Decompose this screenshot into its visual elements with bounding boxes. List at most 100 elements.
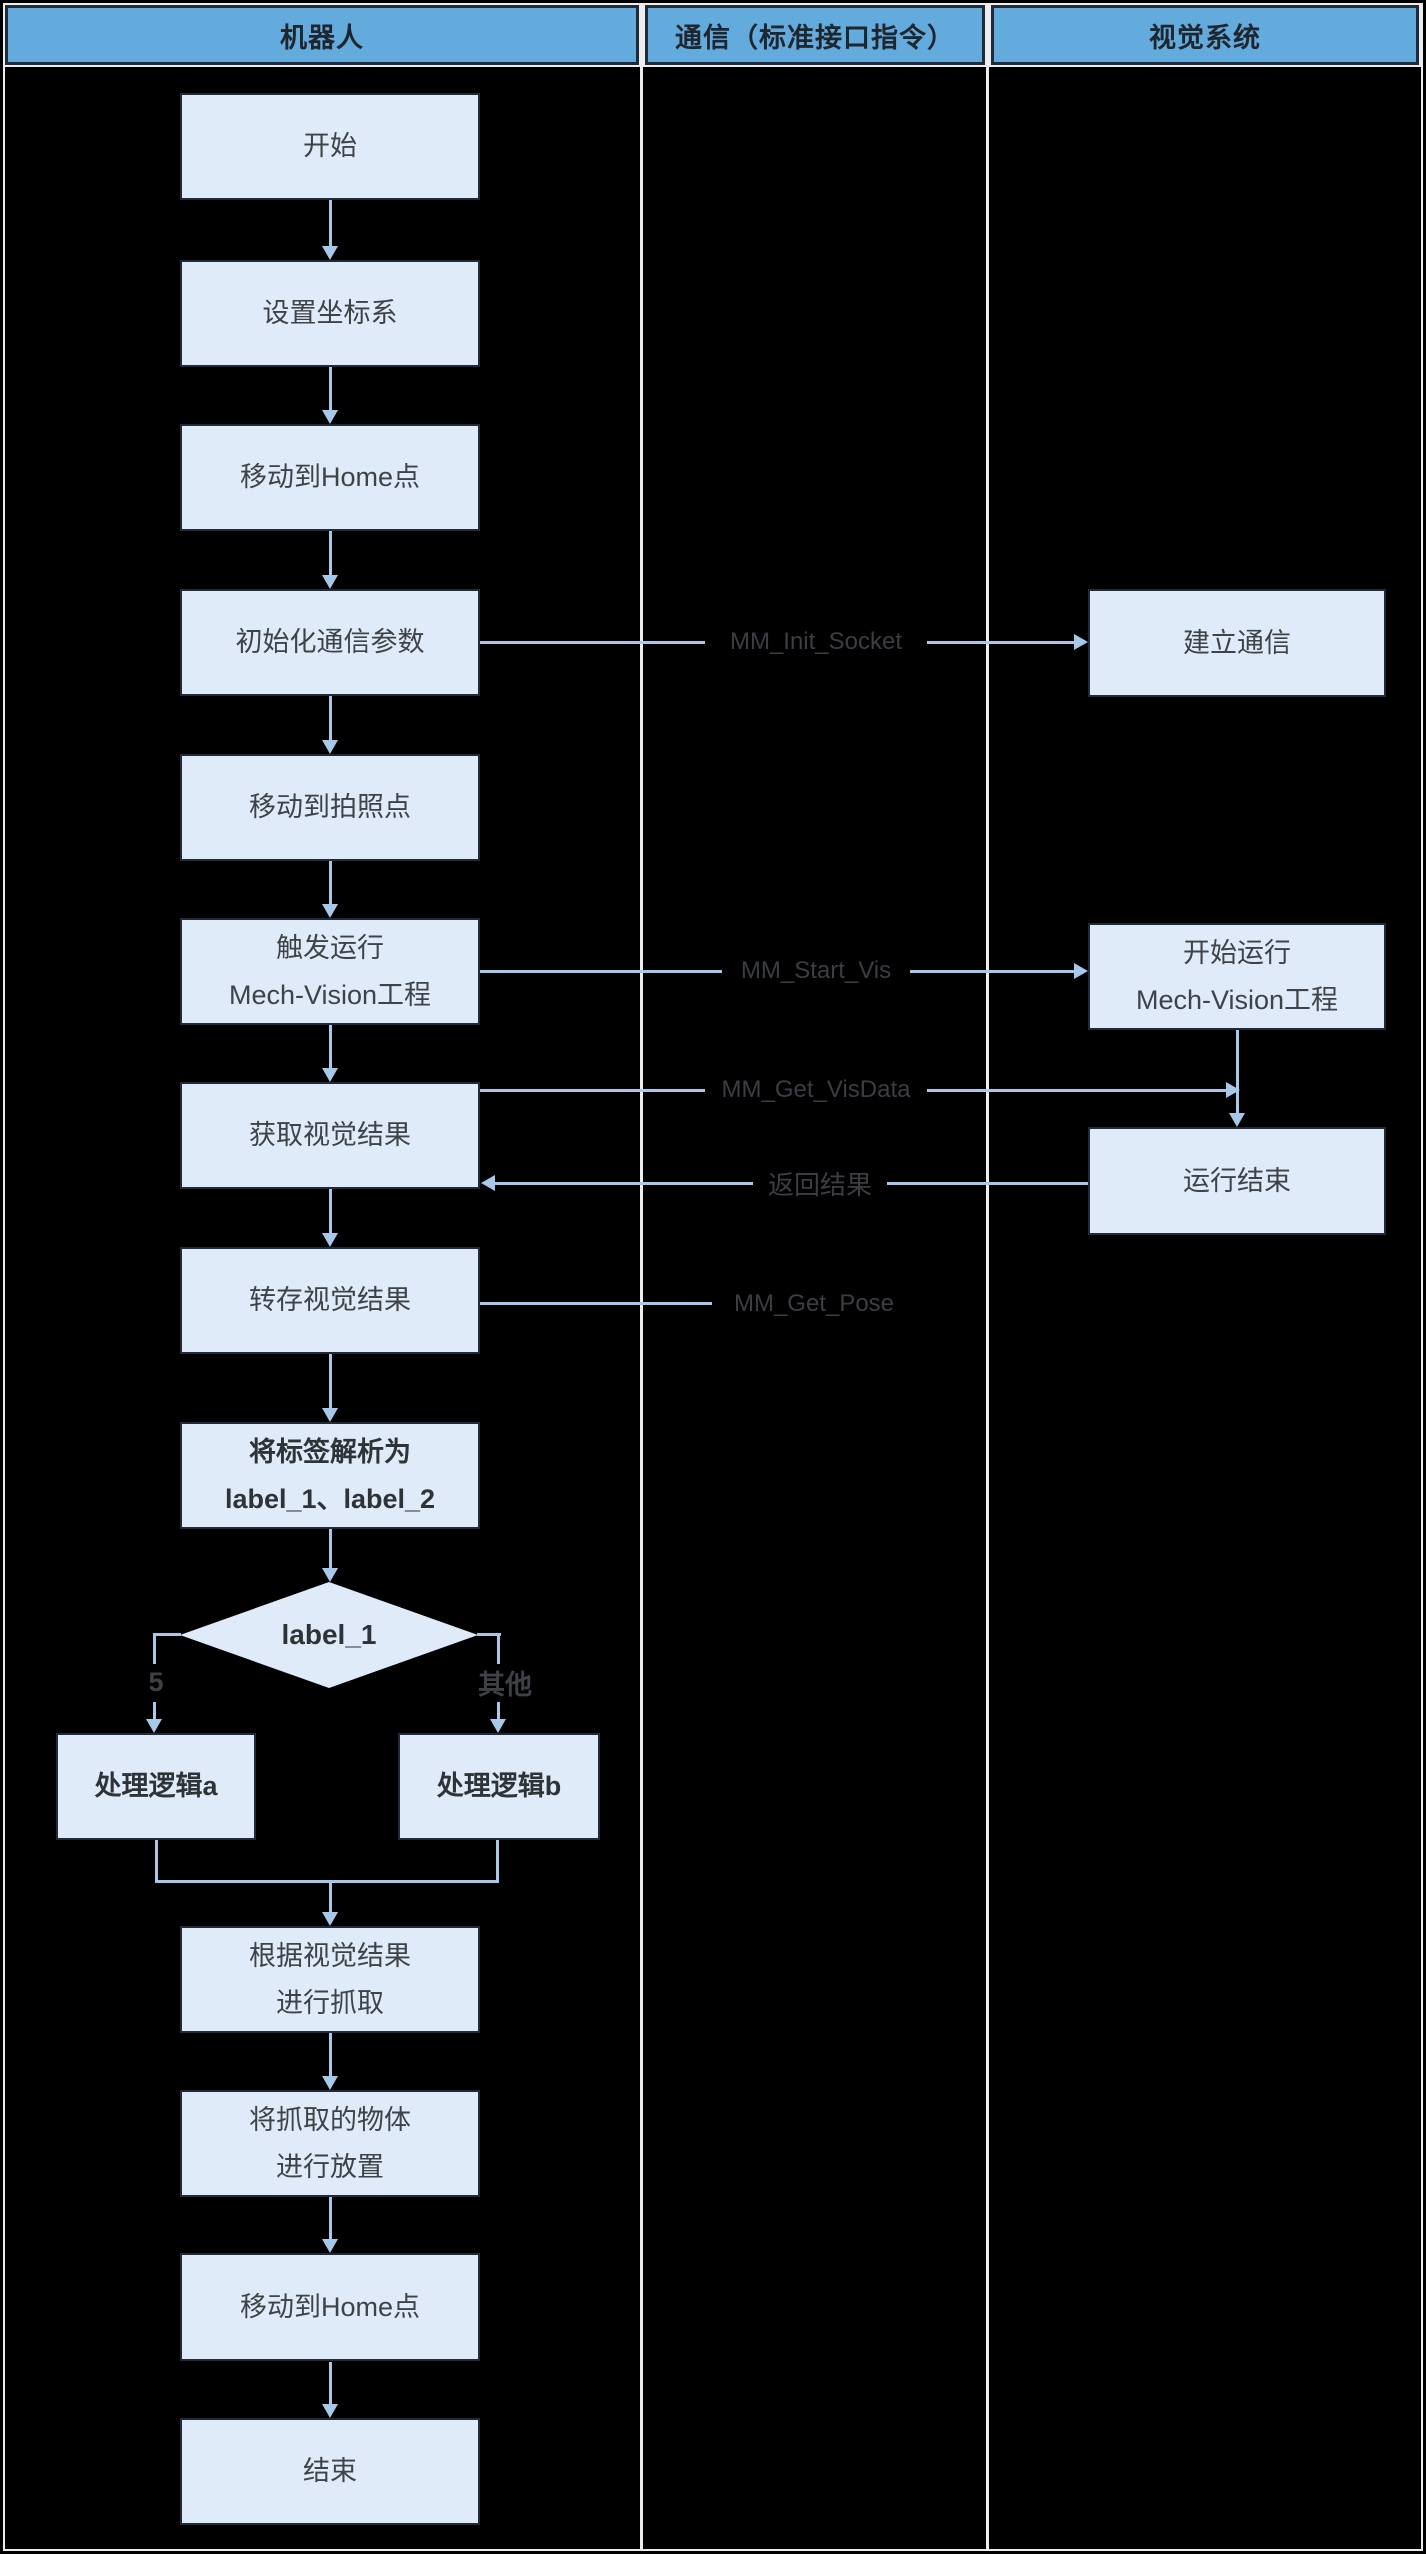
node-end-label: 结束 — [303, 2456, 357, 2486]
node-start-vision-project: 开始运行 Mech-Vision工程 — [1088, 923, 1386, 1030]
arrowhead-return-result — [481, 1175, 495, 1191]
node-run-finished-label: 运行结束 — [1183, 1165, 1291, 1196]
connector-merge-grasp — [329, 1883, 332, 1914]
node-logic-b-label: 处理逻辑b — [436, 1771, 562, 1801]
node-start-vision-line2: Mech-Vision工程 — [1135, 984, 1339, 1015]
connector-merge-horizontal — [155, 1880, 499, 1883]
arrowhead-initcomm-movecapture — [322, 740, 338, 754]
arrowhead-mm-init-socket — [1074, 634, 1088, 650]
arrowhead-mm-start-vis — [1074, 963, 1088, 979]
connector-getresult-store — [329, 1189, 332, 1235]
connector-decision-right-h — [477, 1633, 501, 1636]
node-get-vision-result: 获取视觉结果 — [180, 1082, 480, 1189]
arrowhead-branchother-logicb — [490, 1719, 506, 1733]
node-run-finished: 运行结束 — [1088, 1127, 1386, 1235]
node-place-line1: 将抓取的物体 — [249, 2104, 411, 2135]
node-grasp-line1: 根据视觉结果 — [249, 1940, 411, 1971]
comm-label-mm-init-socket: MM_Init_Socket — [705, 624, 927, 660]
connector-startvision-runfinished — [1236, 1030, 1239, 1115]
node-logic-a: 处理逻辑a — [56, 1733, 256, 1840]
node-logic-a-label: 处理逻辑a — [94, 1771, 218, 1801]
comm-label-mm-get-visdata: MM_Get_VisData — [705, 1072, 927, 1108]
node-move-home-1-label: 移动到Home点 — [239, 462, 421, 492]
connector-branch5-logica — [153, 1702, 156, 1721]
node-set-coordinate: 设置坐标系 — [180, 260, 480, 367]
connector-start-setcoord — [329, 200, 332, 248]
arrowhead-movehome1-initcomm — [322, 575, 338, 589]
comm-label-mm-start-vis: MM_Start_Vis — [722, 953, 910, 989]
node-store-vision-result-label: 转存视觉结果 — [249, 1285, 411, 1315]
connector-grasp-place — [329, 2033, 332, 2078]
column-divider-comm-vision — [986, 67, 989, 2549]
node-move-home-2-label: 移动到Home点 — [239, 2291, 421, 2322]
node-start-label: 开始 — [303, 131, 357, 161]
node-end: 结束 — [180, 2418, 480, 2525]
arrowhead-merge-grasp — [322, 1912, 338, 1926]
connector-logicb-merge — [496, 1840, 499, 1883]
header-label-comm: 通信（标准接口指令） — [675, 22, 955, 53]
node-parse-label-line2: label_1、label_2 — [224, 1483, 436, 1514]
connector-logica-merge — [155, 1840, 158, 1883]
decision-text: label_1 — [281, 1619, 377, 1650]
header-cell-vision: 视觉系统 — [991, 5, 1419, 65]
node-move-capture-point: 移动到拍照点 — [180, 754, 480, 861]
connector-movehome2-end — [329, 2362, 332, 2406]
connector-place-movehome2 — [329, 2197, 332, 2241]
node-logic-b: 处理逻辑b — [398, 1733, 600, 1840]
connector-mm-get-pose — [480, 1302, 724, 1305]
connector-decision-right-v — [497, 1633, 500, 1668]
node-establish-comm: 建立通信 — [1088, 589, 1386, 697]
header-cell-robot: 机器人 — [5, 5, 639, 65]
node-parse-label: 将标签解析为 label_1、label_2 — [180, 1422, 480, 1529]
connector-setcoord-movehome1 — [329, 367, 332, 412]
comm-label-mm-get-pose: MM_Get_Pose — [712, 1286, 916, 1322]
branch-label-5: 5 — [138, 1664, 174, 1700]
node-store-vision-result: 转存视觉结果 — [180, 1247, 480, 1354]
arrowhead-start-setcoord — [322, 246, 338, 260]
node-start-vision-line1: 开始运行 — [1183, 937, 1291, 968]
node-place: 将抓取的物体 进行放置 — [180, 2090, 480, 2197]
arrowhead-place-movehome2 — [322, 2239, 338, 2253]
arrowhead-branch5-logica — [146, 1719, 162, 1733]
connector-movecapture-trigger — [329, 861, 332, 906]
branch-label-other: 其他 — [468, 1664, 542, 1700]
arrowhead-startvision-runfinished — [1229, 1113, 1245, 1127]
node-trigger-vision-line1: 触发运行 — [276, 932, 384, 963]
node-trigger-vision-line2: Mech-Vision工程 — [228, 979, 432, 1010]
arrowhead-getresult-store — [322, 1233, 338, 1247]
connector-store-parse — [329, 1354, 332, 1410]
arrowhead-trigger-getresult — [322, 1068, 338, 1082]
connector-parse-decision — [329, 1529, 332, 1570]
connector-initcomm-movecapture — [329, 696, 332, 742]
comm-label-return-result: 返回结果 — [753, 1165, 887, 1201]
connector-branchother-logicb — [497, 1702, 500, 1721]
connector-decision-left-h — [153, 1633, 181, 1636]
arrowhead-parse-decision — [322, 1568, 338, 1582]
column-divider-robot-comm — [640, 67, 643, 2549]
node-start: 开始 — [180, 93, 480, 200]
node-init-comm-params: 初始化通信参数 — [180, 589, 480, 696]
arrowhead-grasp-place — [322, 2076, 338, 2090]
node-establish-comm-label: 建立通信 — [1183, 627, 1291, 658]
arrowhead-movehome2-end — [322, 2404, 338, 2418]
node-get-vision-result-label: 获取视觉结果 — [249, 1120, 411, 1150]
node-parse-label-line1: 将标签解析为 — [249, 1436, 411, 1467]
node-trigger-vision: 触发运行 Mech-Vision工程 — [180, 918, 480, 1025]
arrowhead-store-parse — [322, 1408, 338, 1422]
header-label-robot: 机器人 — [280, 22, 364, 53]
arrowhead-movecapture-trigger — [322, 904, 338, 918]
header-cell-comm: 通信（标准接口指令） — [645, 5, 985, 65]
connector-movehome1-initcomm — [329, 531, 332, 577]
node-place-line2: 进行放置 — [276, 2151, 384, 2182]
arrowhead-setcoord-movehome1 — [322, 410, 338, 424]
node-move-capture-point-label: 移动到拍照点 — [249, 792, 411, 822]
node-grasp: 根据视觉结果 进行抓取 — [180, 1926, 480, 2033]
node-move-home-1: 移动到Home点 — [180, 424, 480, 531]
node-grasp-line2: 进行抓取 — [276, 1987, 384, 2018]
node-set-coordinate-label: 设置坐标系 — [262, 298, 398, 328]
diagram-border — [3, 3, 1423, 2551]
header-label-vision: 视觉系统 — [1149, 22, 1261, 53]
node-move-home-2: 移动到Home点 — [180, 2253, 480, 2361]
node-init-comm-params-label: 初始化通信参数 — [235, 627, 425, 657]
